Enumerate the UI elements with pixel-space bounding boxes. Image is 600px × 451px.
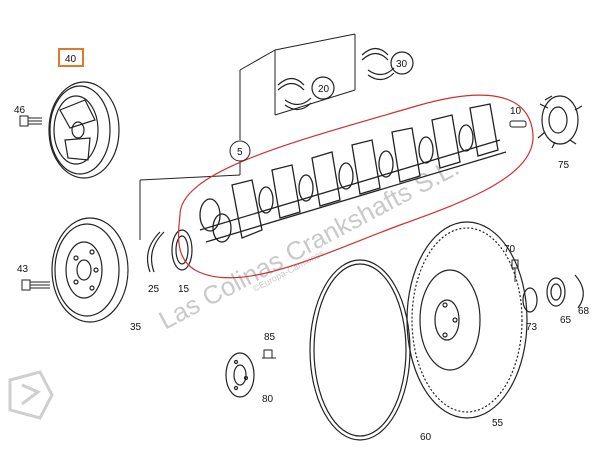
callout-85: 85 bbox=[264, 332, 276, 343]
watermark-logo-icon bbox=[8, 370, 54, 420]
callout-46: 46 bbox=[14, 105, 26, 116]
pulley-part-40 bbox=[48, 81, 120, 179]
callout-80: 80 bbox=[262, 394, 274, 405]
bolt-part-85 bbox=[262, 349, 276, 359]
callout-55: 55 bbox=[492, 418, 504, 429]
circlip-part-68 bbox=[574, 274, 584, 309]
damper-part-35 bbox=[51, 217, 129, 323]
callout-10: 10 bbox=[510, 106, 522, 117]
seal-part-73 bbox=[522, 287, 538, 313]
callout-73: 73 bbox=[526, 322, 538, 333]
callout-75: 75 bbox=[558, 160, 570, 171]
leader-bracket-part-5 bbox=[139, 33, 356, 240]
flange-part-80 bbox=[225, 352, 255, 398]
callout-70: 70 bbox=[504, 244, 516, 255]
callout-40-highlight-box bbox=[58, 48, 84, 67]
callout-30: 30 bbox=[396, 59, 408, 70]
pin-part-10 bbox=[509, 120, 527, 128]
callout-5: 5 bbox=[237, 147, 243, 158]
bearing-part-65 bbox=[546, 277, 566, 307]
callout-35: 35 bbox=[130, 322, 142, 333]
ring-gear-part-60 bbox=[309, 259, 411, 441]
callout-5-circle bbox=[229, 140, 251, 162]
callout-25: 25 bbox=[148, 284, 160, 295]
bolt-part-46 bbox=[19, 115, 42, 127]
callout-40: 40 bbox=[65, 54, 77, 65]
callout-43: 43 bbox=[17, 264, 29, 275]
bolt-part-43 bbox=[21, 279, 50, 291]
flywheel-part-55 bbox=[406, 221, 528, 419]
gear-part-75 bbox=[537, 95, 583, 149]
callout-15: 15 bbox=[178, 284, 190, 295]
watermark: Las Colinas Crankshafts S.L. ©Europa-Cam… bbox=[8, 151, 464, 420]
callout-60: 60 bbox=[420, 432, 432, 443]
callout-labels: 40 46 5 20 30 10 75 43 25 15 35 70 73 65… bbox=[14, 48, 590, 443]
bearing-shells-part-20 bbox=[277, 76, 335, 111]
thrust-washer-part-25 bbox=[147, 231, 165, 273]
callout-20: 20 bbox=[318, 84, 330, 95]
callout-65: 65 bbox=[560, 315, 572, 326]
bearing-shells-part-30 bbox=[361, 47, 414, 81]
callout-68: 68 bbox=[578, 306, 590, 317]
seal-ring-part-15 bbox=[171, 229, 193, 271]
bolt-part-70 bbox=[511, 259, 519, 282]
crankshaft-highlight-outline bbox=[177, 94, 534, 279]
crankshaft bbox=[199, 103, 507, 243]
